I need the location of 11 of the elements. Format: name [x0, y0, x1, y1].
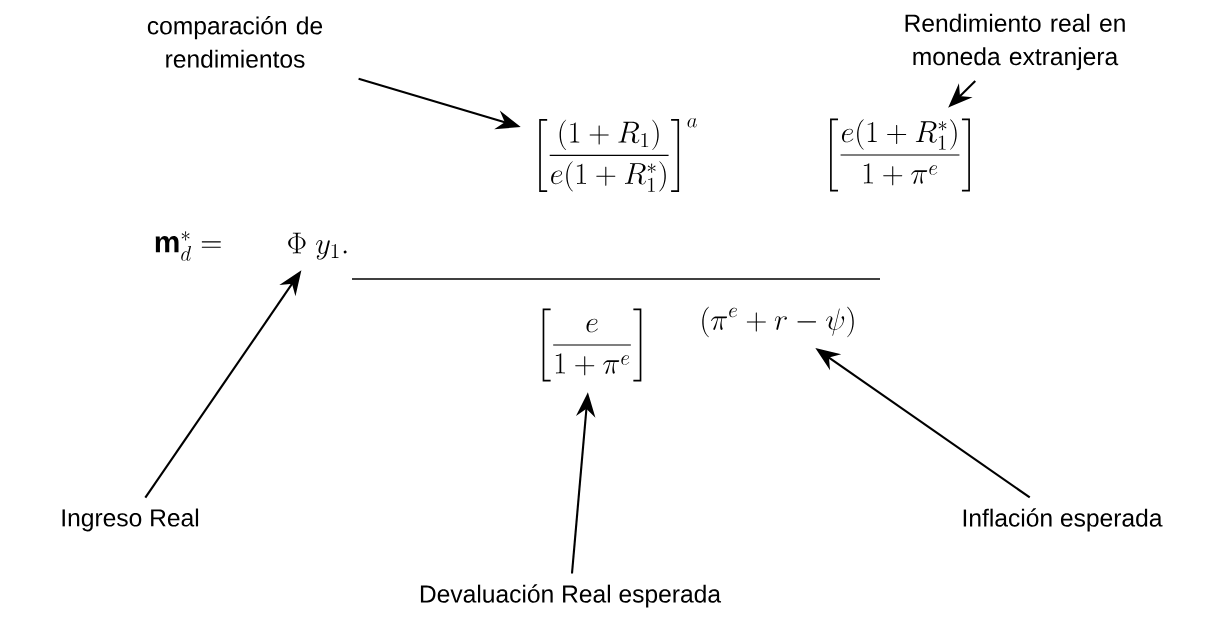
annotation-text: Rendimiento real en moneda extranjera	[905, 13, 1125, 71]
formula-term: $\left[\frac{e(1+R_1^*)}{1+\pi^e}\right]$	[830, 118, 970, 192]
formula-term: $\mathbf{m}_d^* =$	[155, 231, 221, 261]
formula-term: $\left[\frac{(1+R_1)}{e(1+R_1^*)}\right]^a$	[539, 117, 697, 192]
annotation-text: comparación de rendimientos	[147, 16, 323, 68]
formula-term: $\Phi\ y_1.$	[288, 232, 347, 260]
annotation-text: Ingreso Real	[62, 508, 199, 532]
annotation-text: Inflación esperada	[963, 508, 1163, 532]
formula-term: $(\pi^e + r - \psi)$	[702, 306, 854, 338]
annotation-text: Devaluación Real esperada	[420, 584, 722, 608]
formula-term: $\left[\frac{e}{1+\pi^e}\right]$	[542, 308, 642, 382]
